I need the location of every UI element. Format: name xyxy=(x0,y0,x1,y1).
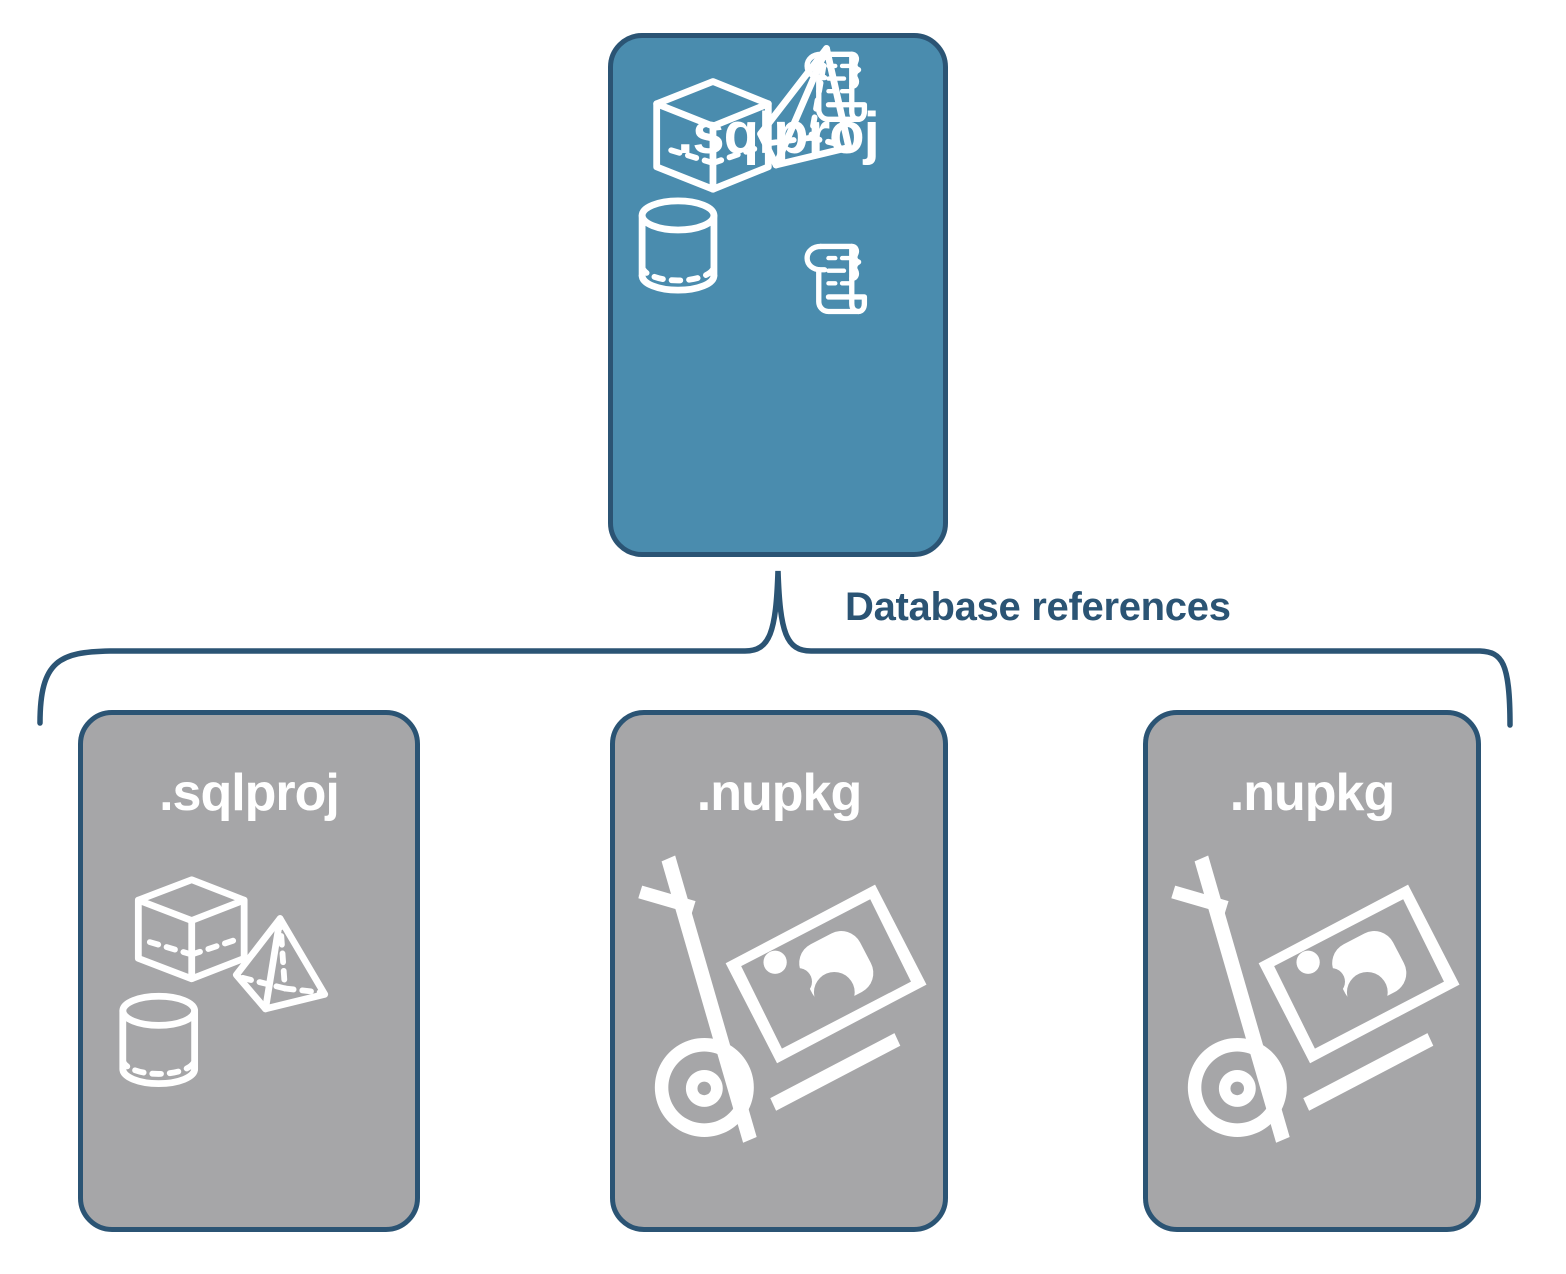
pyramid-wireframe-icon xyxy=(232,915,329,1013)
node-child-nupkg-2[interactable]: .nupkg xyxy=(1143,710,1481,1232)
script-scroll-icon xyxy=(804,243,868,315)
node-child-nupkg-1[interactable]: .nupkg xyxy=(610,710,948,1232)
node-child-sqlproj-label: .sqlproj xyxy=(159,764,340,822)
node-child-nupkg-1-label: .nupkg xyxy=(696,764,862,822)
node-top-label: .sqlproj xyxy=(677,101,879,166)
cylinder-wireframe-icon xyxy=(119,992,199,1087)
cylinder-wireframe-icon xyxy=(638,197,718,294)
nuget-hand-truck-icon xyxy=(638,855,927,1143)
brace-label: Database references xyxy=(845,585,1231,629)
node-top-sqlproj[interactable]: .sqlproj xyxy=(608,33,948,557)
nuget-hand-truck-icon xyxy=(1171,855,1460,1143)
node-child-nupkg-2-label: .nupkg xyxy=(1229,764,1395,822)
brace-connector xyxy=(37,570,1513,728)
cube-wireframe-icon xyxy=(134,876,248,983)
node-child-sqlproj[interactable]: .sqlproj xyxy=(78,710,420,1232)
